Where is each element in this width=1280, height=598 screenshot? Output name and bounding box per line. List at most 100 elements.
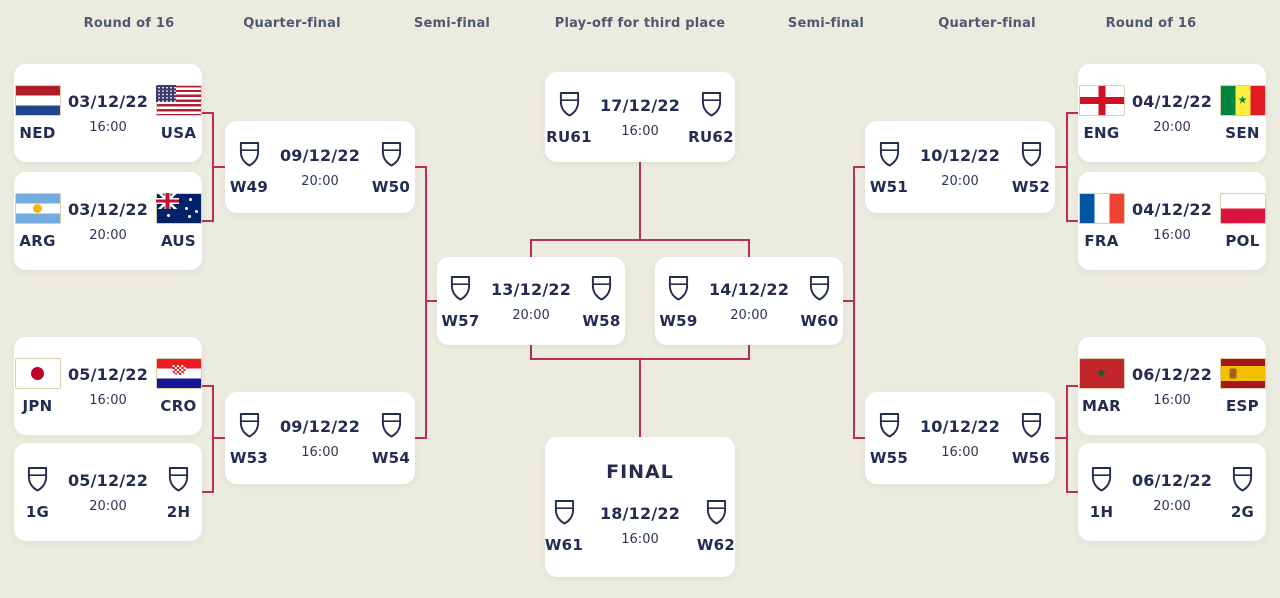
- match-date: 05/12/22: [67, 470, 149, 490]
- sen-flag-icon: [1219, 84, 1266, 116]
- pol-flag-icon: [1219, 192, 1266, 224]
- match-card-w55-w56: W55 10/12/22 16:00 W56: [865, 392, 1055, 484]
- team-away: AUS: [155, 192, 202, 250]
- shield-icon: [1231, 466, 1254, 493]
- match-time: 20:00: [1153, 498, 1191, 514]
- team-home: W53: [225, 410, 273, 467]
- cro-flag-icon: [155, 357, 202, 389]
- match-time: 20:00: [730, 307, 768, 323]
- team-away: W62: [687, 497, 745, 554]
- shield-icon: [558, 91, 581, 118]
- match-date: 18/12/22: [599, 503, 681, 523]
- team-code: 2H: [166, 502, 191, 521]
- match-schedule: 03/12/22 20:00: [67, 199, 149, 243]
- match-schedule: 05/12/22 16:00: [68, 365, 148, 408]
- shield-icon: [667, 275, 690, 302]
- match-schedule: 13/12/22 20:00: [491, 280, 571, 323]
- shield-icon: [1020, 141, 1043, 168]
- match-card-w57-w58: W57 13/12/22 20:00 W58: [437, 257, 625, 345]
- match-schedule: 06/12/22 20:00: [1132, 471, 1212, 514]
- match-date: 17/12/22: [599, 95, 681, 115]
- match-time: 20:00: [941, 173, 979, 189]
- column-header-semi-final-left: Semi-final: [413, 16, 491, 31]
- column-header-semi-final-right: Semi-final: [787, 16, 865, 31]
- match-schedule: 09/12/22 20:00: [280, 146, 360, 189]
- arg-flag-icon: [14, 192, 61, 224]
- team-home: 1G: [14, 464, 61, 521]
- team-code: W58: [582, 311, 621, 330]
- match-schedule: 17/12/22 16:00: [599, 95, 681, 139]
- match-time: 20:00: [1153, 119, 1191, 135]
- team-code: CRO: [160, 396, 197, 415]
- team-code: NED: [19, 123, 56, 142]
- match-time: 16:00: [301, 444, 339, 460]
- ned-flag-icon: [14, 84, 61, 116]
- usa-flag-icon: [155, 84, 202, 116]
- shield-icon: [878, 412, 901, 439]
- eng-flag-icon: [1078, 84, 1125, 116]
- match-schedule: 10/12/22 16:00: [920, 417, 1000, 460]
- column-header-third-place: Play-off for third place: [554, 16, 726, 31]
- match-date: 04/12/22: [1131, 91, 1213, 111]
- team-home: FRA: [1078, 192, 1125, 250]
- team-code: RU62: [688, 127, 734, 146]
- team-away: W50: [367, 139, 415, 196]
- team-code: POL: [1225, 231, 1260, 250]
- match-date: 06/12/22: [1131, 364, 1213, 384]
- team-code: W54: [371, 448, 411, 467]
- match-card-w59-w60: W59 14/12/22 20:00 W60: [655, 257, 843, 345]
- team-away: W54: [367, 410, 415, 467]
- team-code: W52: [1011, 177, 1051, 196]
- jpn-flag-icon: [14, 357, 61, 389]
- team-away: W56: [1007, 410, 1055, 467]
- match-schedule: 14/12/22 20:00: [709, 280, 789, 323]
- shield-icon: [878, 141, 901, 168]
- team-code: W60: [800, 311, 839, 330]
- match-time: 20:00: [512, 307, 550, 323]
- match-schedule: 03/12/22 16:00: [67, 91, 149, 135]
- team-code: ESP: [1226, 396, 1259, 415]
- team-home: JPN: [14, 357, 61, 415]
- final-title: FINAL: [606, 460, 674, 483]
- team-code: 1G: [25, 502, 50, 521]
- team-code: W61: [544, 535, 584, 554]
- match-date: 09/12/22: [279, 416, 361, 436]
- match-date: 04/12/22: [1131, 199, 1213, 219]
- match-card-eng-sen: ENG 04/12/22 20:00 SEN: [1078, 64, 1266, 162]
- team-home: ENG: [1078, 84, 1125, 142]
- team-code: W55: [869, 448, 909, 467]
- team-code: SEN: [1225, 123, 1260, 142]
- match-date: 03/12/22: [67, 199, 149, 219]
- team-code: W49: [229, 177, 269, 196]
- shield-icon: [167, 466, 190, 493]
- shield-icon: [705, 499, 728, 526]
- team-home: W61: [535, 497, 593, 554]
- match-card-w53-w54: W53 09/12/22 16:00 W54: [225, 392, 415, 484]
- team-home: W59: [655, 273, 702, 330]
- match-schedule: 10/12/22 20:00: [920, 146, 1000, 189]
- team-code: 1H: [1089, 502, 1114, 521]
- shield-icon: [590, 275, 613, 302]
- shield-icon: [1020, 412, 1043, 439]
- esp-flag-icon: [1219, 357, 1266, 389]
- match-card-final: FINAL W61 18/12/22 16:00 W62: [545, 437, 735, 577]
- team-code: USA: [160, 123, 197, 142]
- team-away: 2H: [155, 464, 202, 521]
- match-time: 16:00: [1153, 227, 1191, 243]
- shield-icon: [553, 499, 576, 526]
- match-card-arg-aus: ARG 03/12/22 20:00 AUS: [14, 172, 202, 270]
- match-schedule: 09/12/22 16:00: [279, 416, 361, 460]
- match-card-w49-w50: W49 09/12/22 20:00 W50: [225, 121, 415, 213]
- match-date: 03/12/22: [67, 91, 149, 111]
- column-header-quarter-final-left: Quarter-final: [243, 16, 341, 31]
- final-match-row: W61 18/12/22 16:00 W62: [535, 497, 745, 554]
- team-away: USA: [155, 84, 202, 142]
- team-code: RU61: [546, 127, 592, 146]
- team-home: W49: [225, 139, 273, 196]
- shield-icon: [26, 466, 49, 493]
- team-code: 2G: [1230, 502, 1255, 521]
- match-time: 20:00: [89, 498, 127, 514]
- team-code: FRA: [1084, 231, 1119, 250]
